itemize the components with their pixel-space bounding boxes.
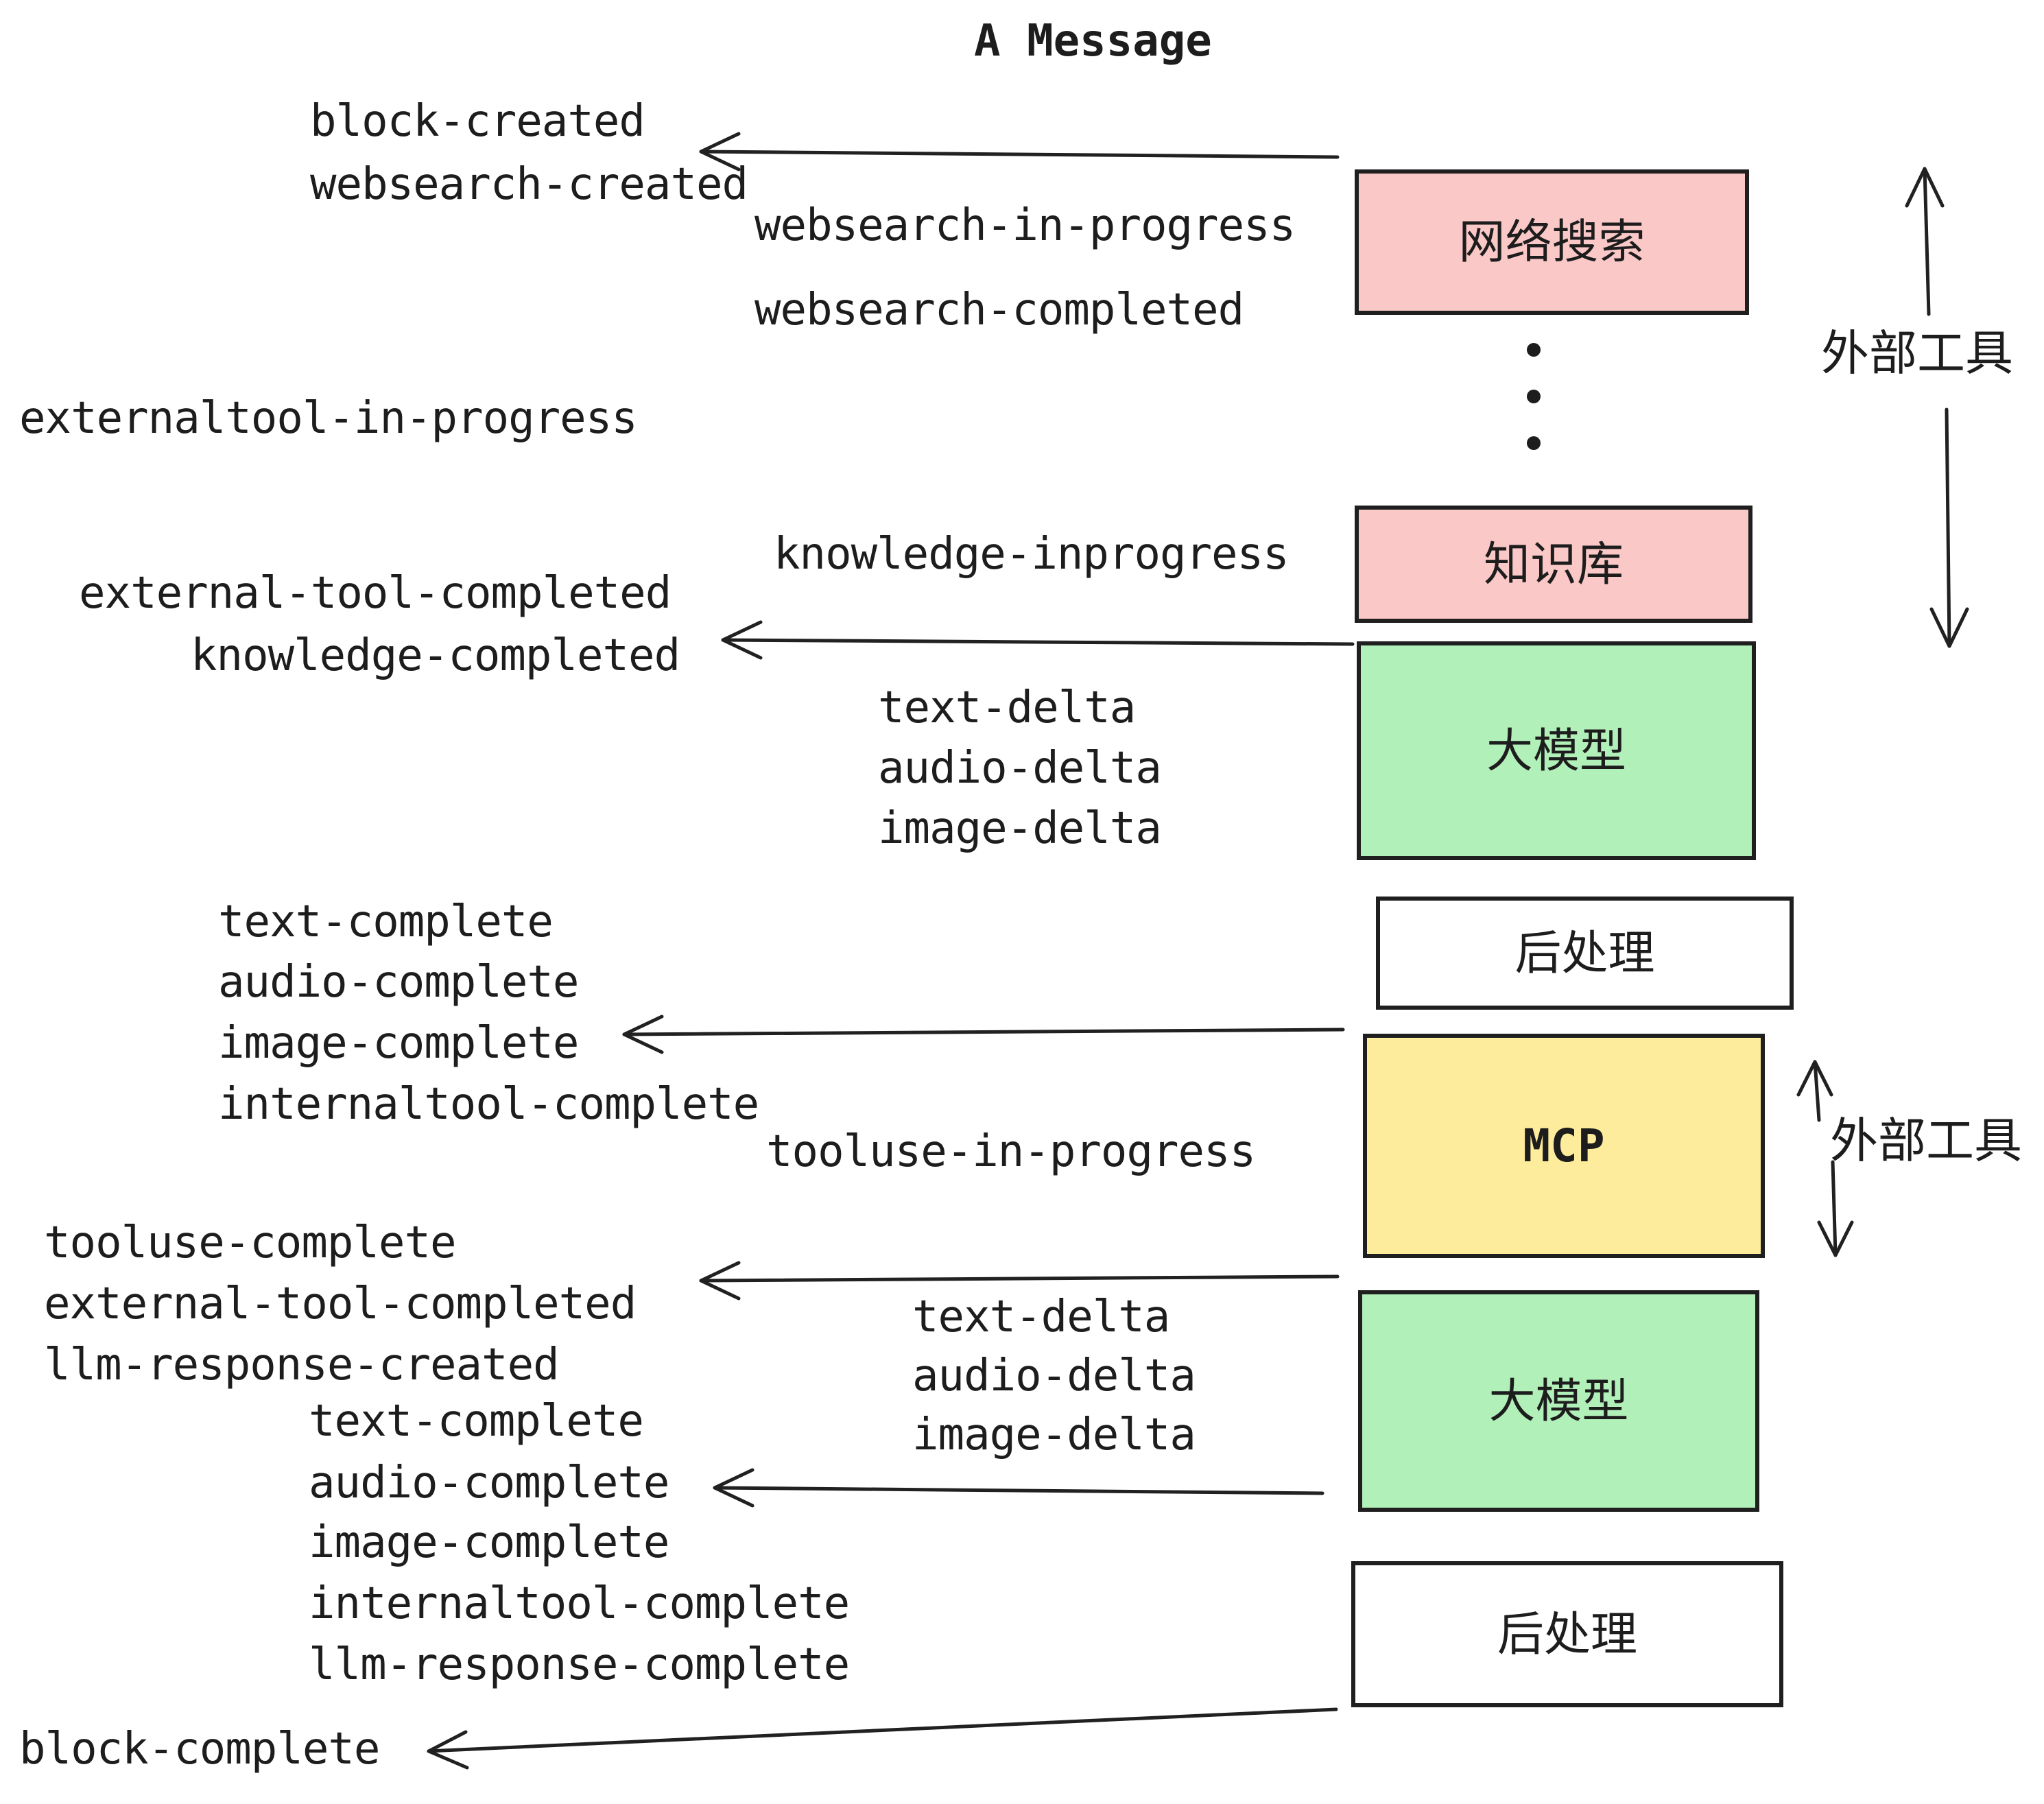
ellipsis-dot xyxy=(1527,390,1541,403)
event-websearch-created: websearch-created xyxy=(310,159,748,210)
event-websearch-completed: websearch-completed xyxy=(754,285,1244,335)
mcp-box-label: MCP xyxy=(1523,1119,1605,1172)
event-audio-delta-2: audio-delta xyxy=(912,1351,1196,1401)
llm-box-2-label: 大模型 xyxy=(1488,1375,1629,1427)
event-block-created: block-created xyxy=(310,96,645,147)
event-image-delta-2: image-delta xyxy=(912,1410,1196,1460)
event-audio-delta: audio-delta xyxy=(878,743,1162,794)
llm-box-2: 大模型 xyxy=(1358,1290,1759,1512)
ellipsis-dot xyxy=(1527,436,1541,450)
event-knowledge-inprogress: knowledge-inprogress xyxy=(774,529,1290,580)
external-tools-down-arrow-1 xyxy=(1929,407,1969,648)
event-external-tool-completed-2: external-tool-completed xyxy=(44,1279,637,1329)
ellipsis-dots xyxy=(1527,343,1541,450)
event-llm-response-complete: llm-response-complete xyxy=(309,1639,850,1690)
arrow-image-complete xyxy=(622,1014,1345,1054)
event-image-complete-2: image-complete xyxy=(309,1517,669,1568)
external-tools-down-arrow-2 xyxy=(1817,1160,1854,1257)
event-internaltool-complete-2: internaltool-complete xyxy=(309,1578,850,1629)
knowledge-box-label: 知识库 xyxy=(1483,538,1624,591)
event-audio-complete: audio-complete xyxy=(218,957,579,1008)
event-websearch-in-progress: websearch-in-progress xyxy=(754,200,1296,251)
event-knowledge-completed: knowledge-completed xyxy=(191,630,680,681)
event-tooluse-in-progress: tooluse-in-progress xyxy=(766,1126,1256,1177)
event-image-delta: image-delta xyxy=(878,803,1162,854)
websearch-box: 网络搜索 xyxy=(1355,169,1749,315)
arrow-audio-complete xyxy=(713,1468,1324,1508)
event-externaltool-in-progress: externaltool-in-progress xyxy=(19,393,638,444)
event-text-complete: text-complete xyxy=(218,897,554,947)
llm-box-1-label: 大模型 xyxy=(1486,724,1626,777)
postprocess-box-2: 后处理 xyxy=(1351,1561,1783,1707)
event-audio-complete-2: audio-complete xyxy=(309,1458,669,1508)
event-text-delta: text-delta xyxy=(878,683,1136,733)
mcp-box: MCP xyxy=(1363,1034,1765,1258)
postprocess-box-1-label: 后处理 xyxy=(1514,927,1655,980)
arrow-block-created xyxy=(699,132,1340,171)
ellipsis-dot xyxy=(1527,343,1541,357)
external-tools-label-1: 外部工具 xyxy=(1821,327,2013,380)
event-block-complete: block-complete xyxy=(19,1724,380,1775)
event-image-complete: image-complete xyxy=(218,1018,579,1069)
event-external-tool-completed: external-tool-completed xyxy=(79,568,672,619)
arrow-knowledge-completed xyxy=(721,620,1355,660)
postprocess-box-2-label: 后处理 xyxy=(1497,1608,1637,1661)
event-text-delta-2: text-delta xyxy=(912,1292,1170,1342)
knowledge-box: 知识库 xyxy=(1355,506,1752,623)
external-tools-up-arrow-2 xyxy=(1796,1060,1833,1122)
postprocess-box-1: 后处理 xyxy=(1376,897,1794,1010)
diagram-title: A Message xyxy=(974,16,1212,67)
event-text-complete-2: text-complete xyxy=(309,1396,644,1447)
websearch-box-label: 网络搜索 xyxy=(1458,216,1645,268)
external-tools-label-2: 外部工具 xyxy=(1830,1114,2022,1167)
event-internaltool-complete: internaltool-complete xyxy=(218,1079,759,1130)
external-tools-up-arrow-1 xyxy=(1905,167,1945,316)
event-tooluse-complete: tooluse-complete xyxy=(44,1218,456,1268)
event-llm-response-created: llm-response-created xyxy=(44,1340,560,1390)
arrow-block-complete xyxy=(427,1707,1338,1770)
llm-box-1: 大模型 xyxy=(1357,641,1756,860)
